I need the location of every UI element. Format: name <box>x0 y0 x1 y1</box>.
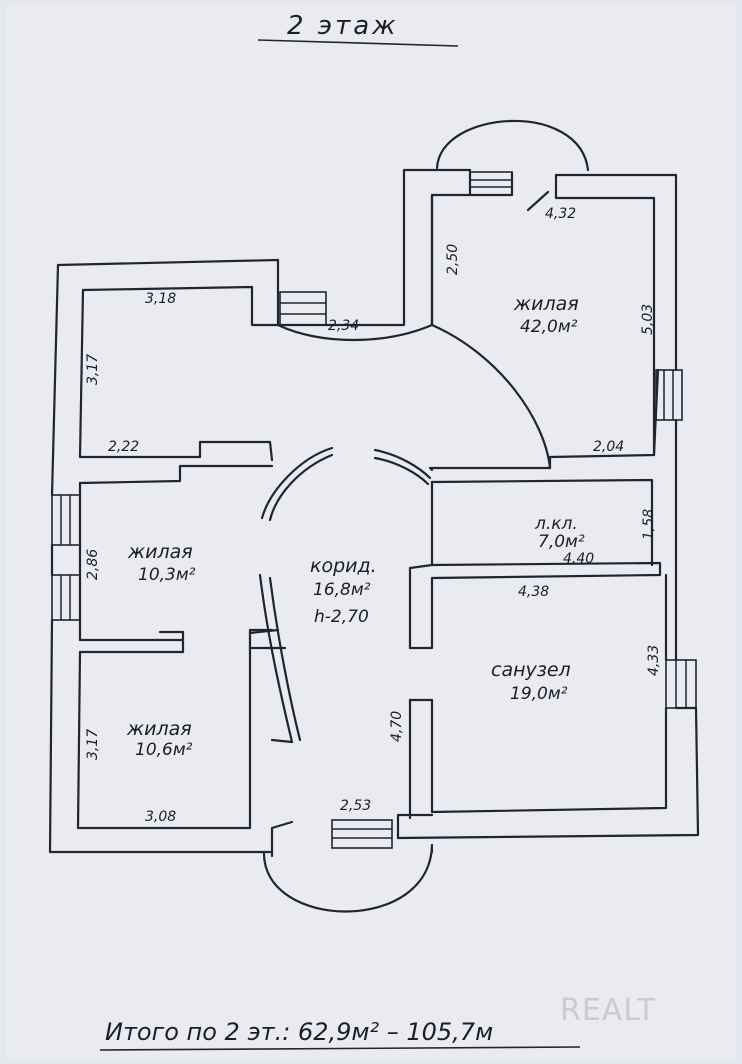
dim-158: 1,58 <box>641 509 657 540</box>
room-bathroom-area: 19,0м² <box>510 684 568 704</box>
dim-318: 3,18 <box>145 291 176 307</box>
dim-433: 4,33 <box>646 645 662 676</box>
room-bathroom-label: санузел <box>491 659 571 681</box>
room-stair: л.кл. 7,0м² <box>534 514 585 552</box>
room-left-mid: жилая 10,3м² <box>127 541 196 585</box>
walls <box>48 168 700 858</box>
dim-470: 4,70 <box>389 711 405 742</box>
dim-308: 3,08 <box>145 809 176 825</box>
dim-317b: 3,17 <box>85 729 101 760</box>
room-top-right-label: жилая <box>513 293 579 315</box>
room-left-mid-area: 10,3м² <box>138 565 196 585</box>
dim-440: 4,40 <box>563 551 594 567</box>
dimensions: 4,32 2,50 3,18 5,03 2,34 3,17 2,22 2,04 … <box>85 206 662 825</box>
dim-438: 4,38 <box>518 584 549 600</box>
room-corridor-label: корид. <box>310 555 377 577</box>
dim-286: 2,86 <box>85 549 101 580</box>
room-bathroom: санузел 19,0м² <box>491 659 571 704</box>
title-underline <box>257 39 459 47</box>
dim-432: 4,32 <box>545 206 576 222</box>
room-corridor-area: 16,8м² <box>313 580 371 600</box>
dim-253: 2,53 <box>340 798 371 814</box>
room-stair-label: л.кл. <box>534 514 578 534</box>
room-left-mid-label: жилая <box>127 541 193 563</box>
room-left-low-area: 10,6м² <box>135 740 193 760</box>
room-left-low-label: жилая <box>126 718 192 740</box>
dim-204: 2,04 <box>593 439 624 455</box>
room-top-right: жилая 42,0м² <box>513 293 579 337</box>
floor-total: Итого по 2 эт.: 62,9м² – 105,7м <box>105 1018 493 1046</box>
dim-503: 5,03 <box>640 304 656 335</box>
room-left-low: жилая 10,6м² <box>126 718 193 760</box>
room-stair-area: 7,0м² <box>538 532 585 552</box>
watermark: REALT <box>560 993 656 1028</box>
dim-222: 2,22 <box>108 439 139 455</box>
room-corridor-height: h-2,70 <box>314 607 369 627</box>
dim-317a: 3,17 <box>85 354 101 385</box>
room-corridor: корид. 16,8м² h-2,70 <box>310 555 377 627</box>
floor-title: 2 этаж <box>287 11 399 41</box>
room-top-right-area: 42,0м² <box>520 317 578 337</box>
total-underline <box>99 1046 581 1051</box>
windows <box>51 171 697 849</box>
doors-and-bays <box>248 119 590 913</box>
dim-250: 2,50 <box>445 244 461 275</box>
dim-234: 2,34 <box>328 318 359 334</box>
